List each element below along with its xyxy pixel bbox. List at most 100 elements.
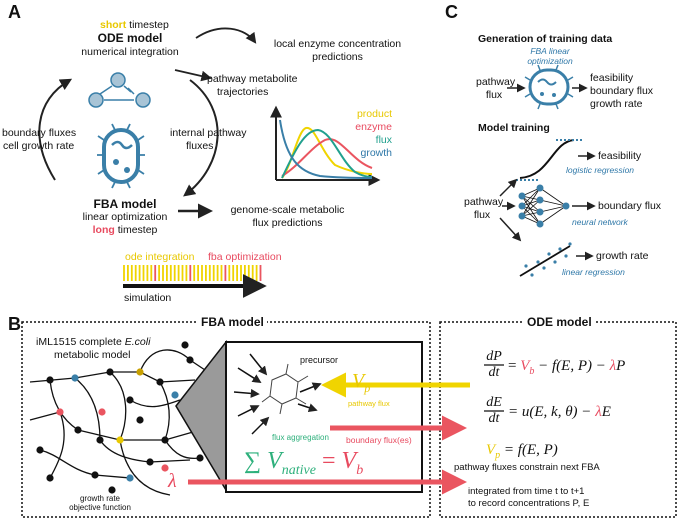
network-node	[161, 464, 169, 472]
network-node	[98, 408, 106, 416]
fba-optimization-label: fba optimization	[208, 251, 282, 263]
network-node	[161, 436, 169, 444]
arrow-to-local-enzyme	[195, 27, 257, 44]
nn-node	[518, 192, 526, 200]
cycle-arrow-right-down	[183, 79, 219, 197]
network-node	[156, 378, 164, 386]
bacterium-icon-c	[524, 64, 574, 110]
internal-pathway-label: internal pathway	[170, 127, 247, 139]
network-edge	[119, 439, 171, 496]
panel-a-label: A	[8, 2, 21, 22]
network-node	[91, 471, 99, 479]
c-feasibility-label: feasibility	[590, 72, 634, 84]
network-edge	[99, 439, 191, 463]
network-node	[126, 396, 134, 404]
lambda-symbol: λ	[168, 470, 177, 492]
nn-node	[562, 202, 570, 210]
timestep-word-2: timestep	[117, 224, 158, 236]
neural-network-label: neural network	[572, 217, 628, 227]
c-pathway-label-2: pathway	[464, 196, 504, 208]
legend-enzyme: enzyme	[355, 121, 392, 133]
ode-network-icon	[88, 72, 151, 108]
legend-flux: flux	[375, 134, 392, 146]
nn-node	[536, 196, 544, 204]
ecoli-italic: E.coli	[124, 336, 151, 348]
integrated-line-1: integrated from time t to t+1	[468, 486, 585, 497]
network-edge	[77, 429, 201, 441]
regression-line	[519, 245, 571, 277]
nn-node	[536, 208, 544, 216]
arrow-to-trajectories	[174, 69, 213, 82]
eq3: Vp = f(E, P)	[486, 442, 558, 461]
c-fan-arrow-up	[499, 178, 518, 197]
network-edge	[159, 381, 170, 441]
model-training-title: Model training	[478, 122, 550, 134]
genome-scale-label: genome-scale metabolic	[230, 204, 345, 216]
zoom-triangle	[175, 339, 227, 493]
network-node	[74, 426, 82, 434]
precursor-label: precursor	[300, 355, 339, 365]
long-word: long	[92, 224, 115, 236]
simulation-label: simulation	[124, 292, 172, 304]
boundary-fluxes-label-b: boundary flux(es)	[346, 435, 412, 445]
growth-rate-b-label: growth rate	[79, 494, 121, 503]
panel-b-label: B	[8, 314, 21, 334]
constrain-note: pathway fluxes constrain next FBA	[454, 462, 600, 473]
network-edge	[74, 377, 101, 441]
c-fan-arrow-down	[499, 217, 522, 242]
fba-linear-label: FBA linear	[530, 46, 570, 56]
network-node	[116, 436, 124, 444]
linear-regression-label: linear regression	[562, 267, 625, 277]
nn-node	[536, 184, 544, 192]
network-node	[146, 458, 154, 466]
network-node	[108, 486, 116, 494]
iml-line-2: metabolic model	[54, 349, 131, 361]
c-growth-rate-out: growth rate	[596, 250, 649, 262]
nn-edge	[539, 199, 567, 207]
eq1-den: dt	[488, 365, 500, 380]
pathway-metabolite-label: pathway metabolite	[207, 73, 298, 85]
cell-growth-rate-label: cell growth rate	[3, 140, 75, 152]
ode-model-subtitle: numerical integration	[81, 46, 179, 58]
short-timestep-label: short timestep	[100, 19, 169, 31]
objective-function-label: objective function	[69, 503, 131, 512]
nn-edge	[521, 205, 541, 225]
fba-model-subtitle: linear optimization	[82, 211, 168, 223]
nn-edge	[539, 205, 567, 213]
legend-product: product	[356, 108, 392, 120]
ode-header: ODE model	[524, 316, 595, 328]
network-node	[46, 376, 54, 384]
fba-model-title: FBA model	[93, 197, 157, 211]
legend-growth: growth	[360, 147, 392, 159]
nn-edge	[521, 195, 541, 213]
network-node	[96, 436, 104, 444]
nn-node	[536, 220, 544, 228]
network-edge	[109, 371, 127, 441]
trajectories-label: trajectories	[217, 86, 269, 98]
nn-node	[518, 202, 526, 210]
network-edge	[164, 439, 201, 460]
flux-predictions-label: flux predictions	[252, 217, 323, 229]
neural-network-icon	[518, 184, 570, 228]
iml-line-1: iML1515 complete E.coli	[36, 336, 151, 348]
converging-arrows	[233, 353, 322, 435]
network-node	[186, 356, 194, 364]
network-edge	[29, 411, 61, 421]
network-node	[46, 474, 54, 482]
c-growth-rate-label: growth rate	[590, 98, 643, 110]
network-node	[56, 408, 64, 416]
long-timestep-label: long timestep	[90, 224, 160, 236]
network-edge	[29, 371, 196, 383]
simulation-timeline	[123, 265, 262, 281]
network-node	[136, 416, 144, 424]
nn-edge	[539, 187, 567, 207]
bacterium-icon-a	[97, 123, 145, 189]
nn-node	[518, 212, 526, 220]
cycle-arrow-left-up	[38, 78, 73, 181]
curve-growth	[279, 119, 373, 179]
timestep-word: timestep	[129, 19, 169, 31]
regression-points	[524, 242, 572, 277]
short-word: short	[100, 19, 127, 31]
nn-edge	[521, 199, 541, 217]
network-edge	[129, 399, 181, 408]
